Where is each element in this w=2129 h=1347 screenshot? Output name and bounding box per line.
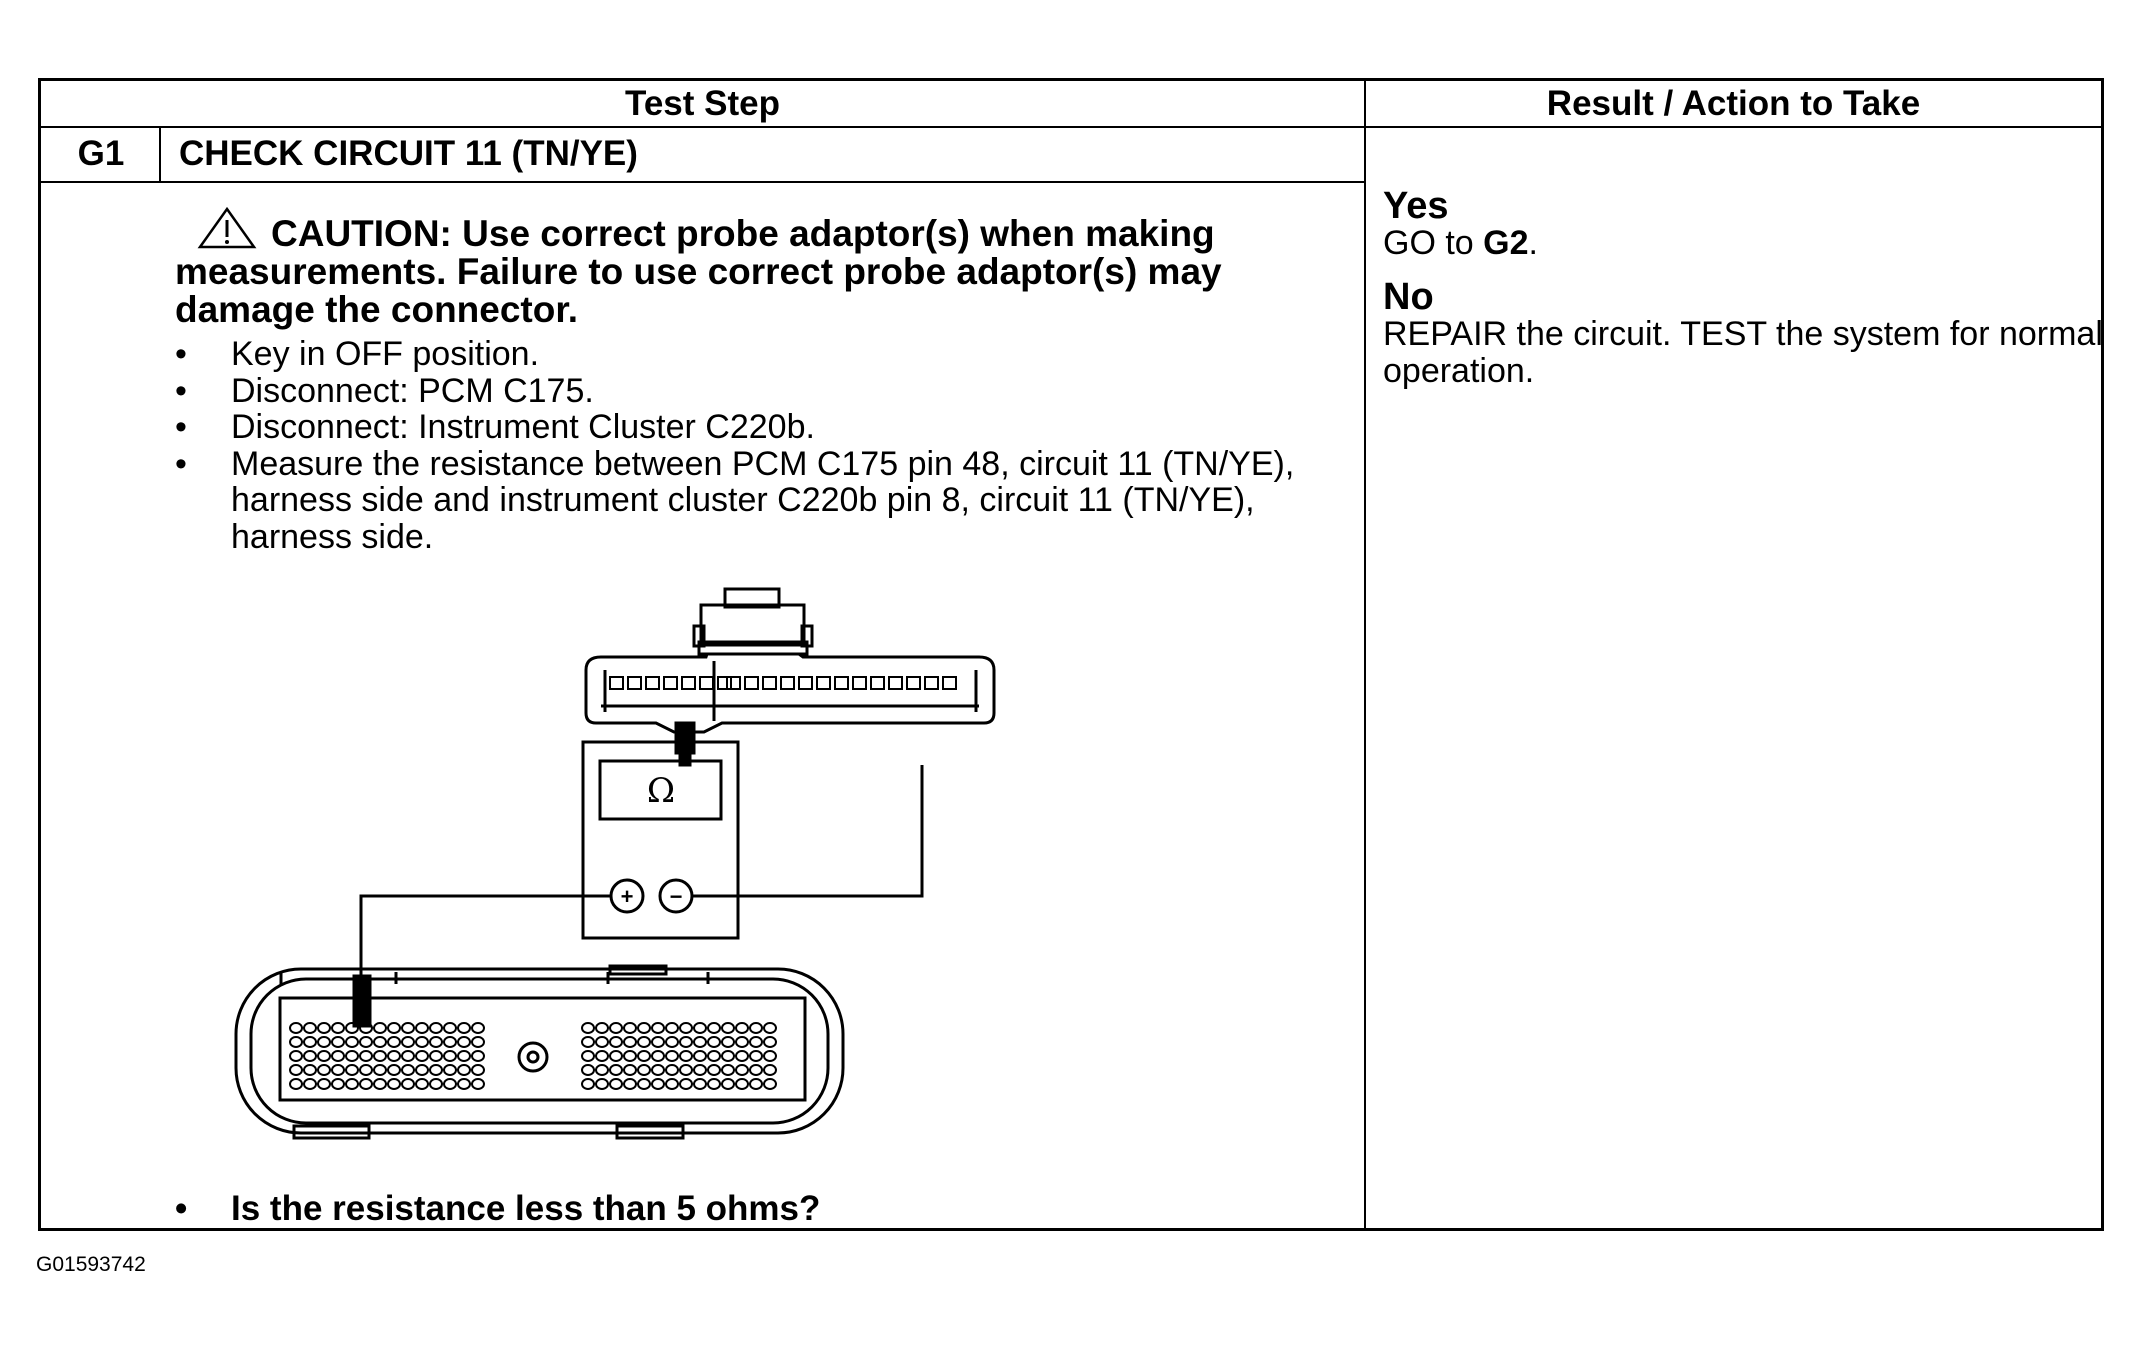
bullet-item: Disconnect: Instrument Cluster C220b. bbox=[175, 409, 1375, 446]
pcm-connector-icon bbox=[234, 964, 845, 1140]
bullet-item: Disconnect: PCM C175. bbox=[175, 372, 1375, 410]
warning-triangle-icon bbox=[197, 206, 257, 249]
figure-caption: G01593742 bbox=[36, 1253, 146, 1276]
test-leads bbox=[359, 765, 924, 978]
instrument-cluster-connector-icon bbox=[584, 587, 996, 767]
step-id-divider bbox=[159, 126, 161, 183]
bullet-item: Key in OFF position. bbox=[175, 336, 1375, 373]
bullet-item: Measure the resistance between PCM C175 … bbox=[175, 445, 1375, 556]
step-bullet-list: Key in OFF position. Disconnect: PCM C17… bbox=[175, 336, 1375, 555]
caution-text: CAUTION: Use correct probe adaptor(s) wh… bbox=[175, 213, 1222, 330]
header-test-step: Test Step bbox=[625, 84, 780, 123]
header-rule bbox=[41, 126, 2101, 128]
caution-note: CAUTION: Use correct probe adaptor(s) wh… bbox=[175, 206, 1355, 329]
step-title: CHECK CIRCUIT 11 (TN/YE) bbox=[179, 134, 638, 173]
minus-terminal-label: − bbox=[670, 884, 683, 909]
yes-label: Yes bbox=[1383, 185, 1449, 227]
pcm-pin-grid-left bbox=[289, 1022, 485, 1090]
result-no: No REPAIR the circuit. TEST the system f… bbox=[1383, 278, 2103, 389]
column-divider bbox=[1364, 81, 1366, 1228]
yes-action: GO to G2. bbox=[1383, 225, 2103, 262]
step-id: G1 bbox=[77, 134, 125, 173]
result-yes: Yes GO to G2. bbox=[1383, 187, 2103, 262]
no-action: REPAIR the circuit. TEST the system for … bbox=[1383, 315, 2103, 390]
pcm-pin-grid-right bbox=[581, 1022, 777, 1090]
yes-action-suffix: . bbox=[1528, 224, 1538, 262]
step-title-rule bbox=[41, 181, 1364, 183]
connector-pin-row bbox=[609, 676, 957, 690]
no-label: No bbox=[1383, 276, 1434, 318]
step-question: Is the resistance less than 5 ohms? bbox=[175, 1189, 820, 1229]
ohm-symbol: Ω bbox=[647, 771, 675, 811]
yes-action-prefix: GO to bbox=[1383, 224, 1484, 262]
header-result-action: Result / Action to Take bbox=[1546, 84, 1921, 123]
plus-terminal-label: + bbox=[621, 884, 634, 909]
diagnostic-table: Test Step Result / Action to Take G1 CHE… bbox=[38, 78, 2104, 1231]
measurement-illustration: Ω + − bbox=[234, 587, 996, 1140]
yes-target-step: G2 bbox=[1483, 224, 1529, 262]
